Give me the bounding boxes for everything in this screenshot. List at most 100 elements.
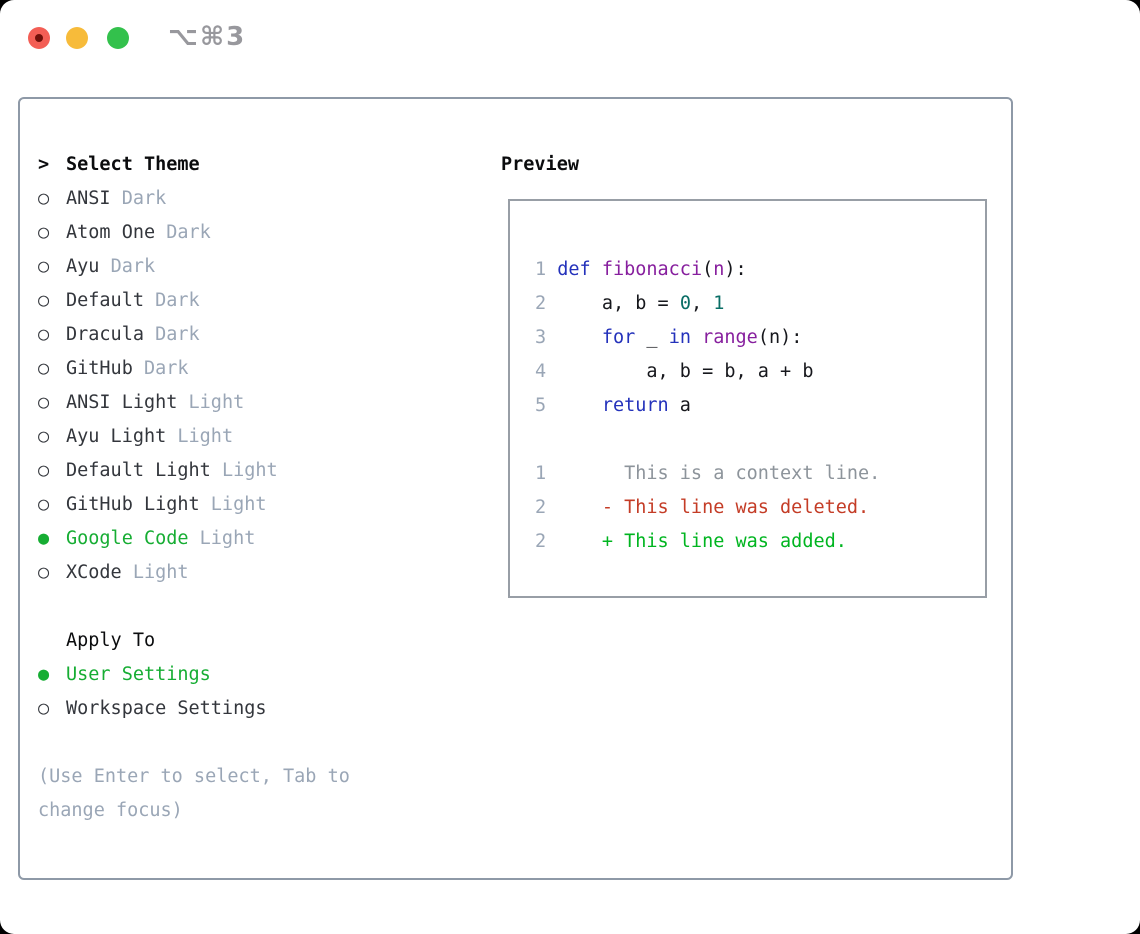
theme-list-header: > Select Theme [38, 148, 350, 182]
minimize-button-icon[interactable] [66, 27, 88, 49]
zoom-button-icon[interactable] [107, 27, 129, 49]
line-number: 2 [535, 293, 558, 314]
code-token-pl: a [668, 395, 691, 416]
diff-line: 2 + This line was added. [535, 525, 880, 559]
theme-variant-label: Light [132, 562, 189, 583]
code-line: 5 return a [535, 389, 880, 423]
close-button-icon[interactable] [28, 27, 50, 49]
code-token-del: - This line was deleted. [557, 497, 870, 518]
theme-list-header-label: Select Theme [66, 154, 200, 175]
theme-selector-list: >Select Theme○ANSI Dark○Atom One Dark○Ay… [38, 148, 350, 828]
radio-unselected-icon: ○ [38, 460, 50, 481]
theme-name: Ayu Light [66, 426, 178, 447]
preview-heading: Preview [501, 154, 579, 175]
theme-name: Default Light [66, 460, 222, 481]
code-token-pl [557, 395, 602, 416]
line-number: 3 [535, 327, 558, 348]
line-number: 2 [535, 497, 558, 518]
theme-item[interactable]: ○Ayu Light Light [38, 420, 350, 454]
radio-unselected-icon: ○ [38, 256, 50, 277]
line-number: 1 [535, 259, 558, 280]
radio-unselected-icon: ○ [38, 392, 50, 413]
theme-item[interactable]: ● Google Code Light [38, 522, 350, 556]
radio-unselected-icon: ○ [38, 562, 50, 583]
theme-name: ANSI Light [66, 392, 189, 413]
apply-to-option-label: Workspace Settings [66, 698, 267, 719]
code-token-pl: (n): [757, 327, 803, 348]
theme-item[interactable]: ○XCode Light [38, 556, 350, 590]
code-line: 2 a, b = 0, 1 [535, 287, 880, 321]
theme-variant-label: Dark [155, 324, 200, 345]
theme-name: Dracula [66, 324, 156, 345]
diff-line: 2 - This line was deleted. [535, 491, 880, 525]
line-number: 2 [535, 531, 558, 552]
code-token-lit: 0 [679, 293, 691, 314]
code-token-pl [591, 259, 602, 280]
help-text: (Use Enter to select, Tab to [38, 766, 350, 787]
theme-name: Atom One [66, 222, 167, 243]
window-title-shortcut: ⌥⌘3 [168, 22, 247, 52]
theme-variant-label: Dark [121, 188, 167, 209]
theme-name: Default [66, 290, 156, 311]
code-token-fn: range [702, 327, 758, 348]
theme-item[interactable]: ○ GitHub Light Light [38, 488, 350, 522]
code-token-pl: , [690, 293, 714, 314]
theme-variant-label: Dark [155, 290, 200, 311]
apply-to-header: Apply To [38, 624, 350, 658]
theme-item[interactable]: ○ Default Dark [38, 284, 350, 318]
code-token-fn: n [713, 259, 725, 280]
code-token-lit: 1 [713, 293, 725, 314]
theme-item[interactable]: ○ Default Light Light [38, 454, 350, 488]
code-line: 1 def fibonacci(n): [535, 253, 880, 287]
line-number: 4 [535, 361, 558, 382]
code-token-pl [691, 327, 702, 348]
theme-variant-label: Light [199, 528, 256, 549]
apply-to-option[interactable]: ●User Settings [38, 658, 350, 692]
radio-unselected-icon: ○ [38, 698, 50, 719]
radio-unselected-icon: ○ [38, 222, 50, 243]
code-token-ctx: This is a context line. [557, 463, 881, 484]
theme-variant-label: Light [210, 494, 267, 515]
code-token-pl: a, b = [557, 293, 680, 314]
radio-unselected-icon: ○ [38, 188, 50, 209]
theme-variant-label: Dark [143, 358, 189, 379]
help-text: change focus) [38, 800, 183, 821]
theme-item[interactable]: ○ Dracula Dark [38, 318, 350, 352]
code-token-kw: return [601, 395, 669, 416]
code-token-pl [557, 327, 602, 348]
titlebar: ⌥⌘3 [0, 0, 1140, 76]
theme-name: Ayu [66, 256, 111, 277]
code-token-add: + This line was added. [557, 531, 847, 552]
radio-unselected-icon: ○ [38, 494, 50, 515]
radio-unselected-icon: ○ [38, 290, 50, 311]
theme-item[interactable]: ○ANSI Light Light [38, 386, 350, 420]
theme-name: GitHub Light [66, 494, 211, 515]
theme-item[interactable]: ○ Atom One Dark [38, 216, 350, 250]
theme-item[interactable]: ○GitHub Dark [38, 352, 350, 386]
theme-variant-label: Dark [166, 222, 211, 243]
line-number: 1 [535, 463, 558, 484]
theme-name: Google Code [66, 528, 200, 549]
radio-selected-icon: ● [38, 664, 50, 685]
apply-to-label: Apply To [66, 630, 156, 651]
code-line: 4 a, b = b, a + b [535, 355, 880, 389]
theme-variant-label: Light [221, 460, 278, 481]
code-token-kw: in [668, 327, 691, 348]
theme-item[interactable]: ○ANSI Dark [38, 182, 350, 216]
code-token-kw: for [601, 327, 636, 348]
theme-item[interactable]: ○ Ayu Dark [38, 250, 350, 284]
code-token-pl: a, b = b, a + b [557, 361, 814, 382]
radio-selected-icon: ● [38, 528, 50, 549]
line-number: 5 [535, 395, 558, 416]
code-token-pl: _ [635, 327, 669, 348]
code-token-pl: ( [702, 259, 714, 280]
radio-unselected-icon: ○ [38, 324, 50, 345]
theme-variant-label: Dark [110, 256, 156, 277]
radio-unselected-icon: ○ [38, 358, 50, 379]
diff-line: 1 This is a context line. [535, 457, 880, 491]
apply-to-option[interactable]: ○ Workspace Settings [38, 692, 350, 726]
focus-caret-icon: > [38, 154, 50, 175]
